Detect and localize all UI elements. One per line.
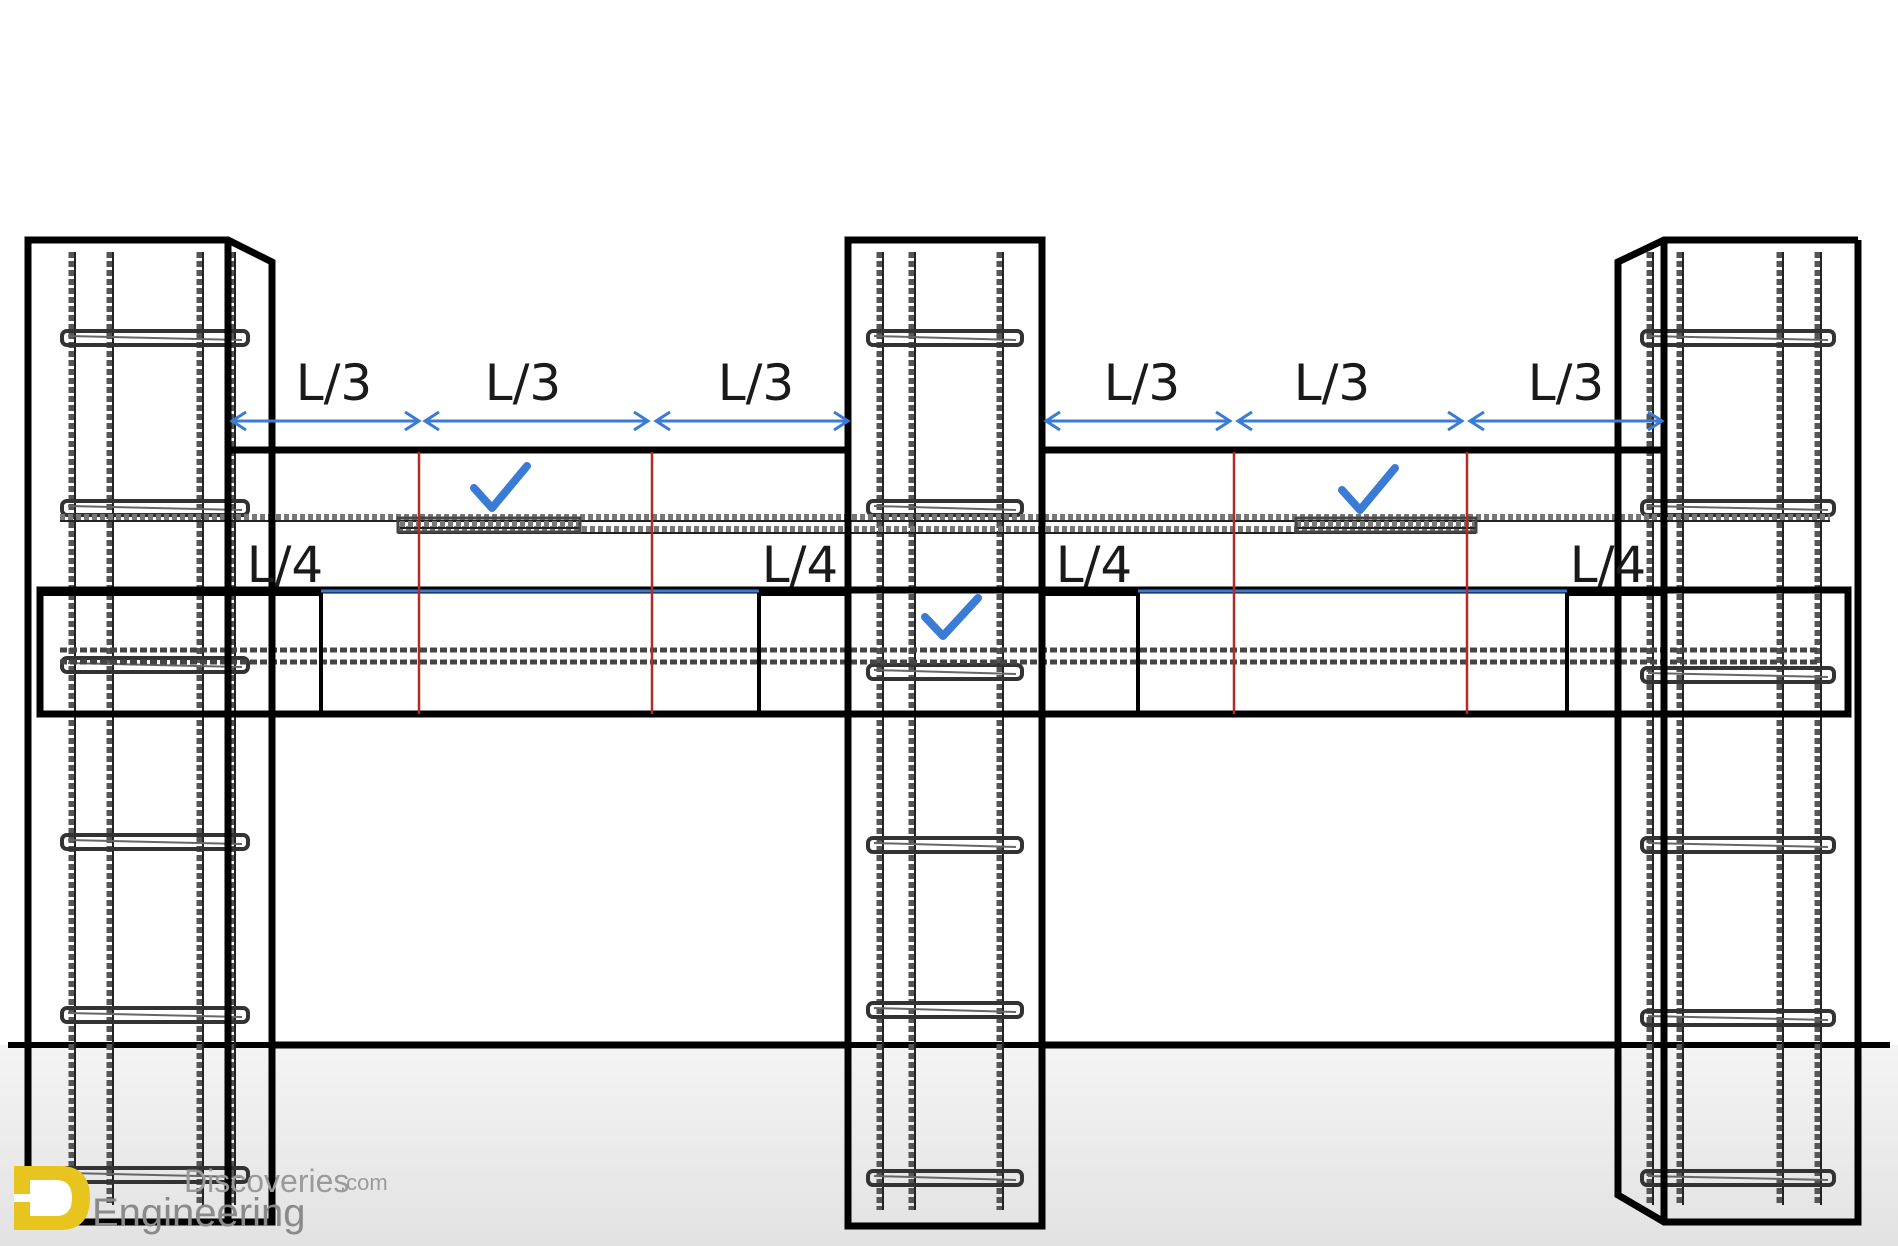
support-label: L/4 [1570,536,1647,594]
support-labels: L/4 L/4 L/4 L/4 [247,536,1647,594]
rebar-beam [60,514,1830,665]
check-icon [470,462,531,512]
rebar-cage-middle [866,252,1024,1210]
support-label: L/4 [247,536,324,594]
dimension-arrow [1467,410,1665,432]
span-label: L/3 [718,354,795,412]
watermark-line2: Engineering [92,1191,306,1235]
dimension-arrow [229,410,422,432]
support-label: L/4 [1056,536,1133,594]
rebar-cages [60,252,1836,1210]
ed-logo-icon [14,1166,90,1230]
watermark: Discoveries .com Engineering [14,1163,388,1235]
span-label: L/3 [1294,354,1371,412]
span-label: L/3 [296,354,373,412]
span-dimension-arrows [229,410,1665,432]
support-label: L/4 [762,536,839,594]
watermark-suffix: .com [340,1170,388,1195]
dimension-arrow [653,410,851,432]
span-labels: L/3 L/3 L/3 L/3 L/3 L/3 [296,354,1605,412]
support-zone-4 [1565,592,1666,716]
dimension-arrow [1043,410,1233,432]
span-label: L/3 [1104,354,1181,412]
span-label: L/3 [485,354,562,412]
span-label: L/3 [1528,354,1605,412]
left-column [24,236,276,1226]
ground-floor [0,1045,1898,1246]
support-zone-3 [1040,592,1140,716]
dimension-arrow [1235,410,1465,432]
check-marks [470,462,1399,640]
support-zone-1 [38,592,323,716]
rebar-cage-right [1640,252,1836,1205]
dimension-arrow [422,410,651,432]
watermark-line1: Discoveries [184,1163,349,1199]
support-zone-2 [757,592,850,716]
support-zones [38,592,1666,716]
rebar-cage-left [60,252,250,1205]
check-icon [1338,464,1399,514]
middle-column [844,236,1046,1230]
section-lines [417,452,1469,714]
check-icon [921,594,982,640]
